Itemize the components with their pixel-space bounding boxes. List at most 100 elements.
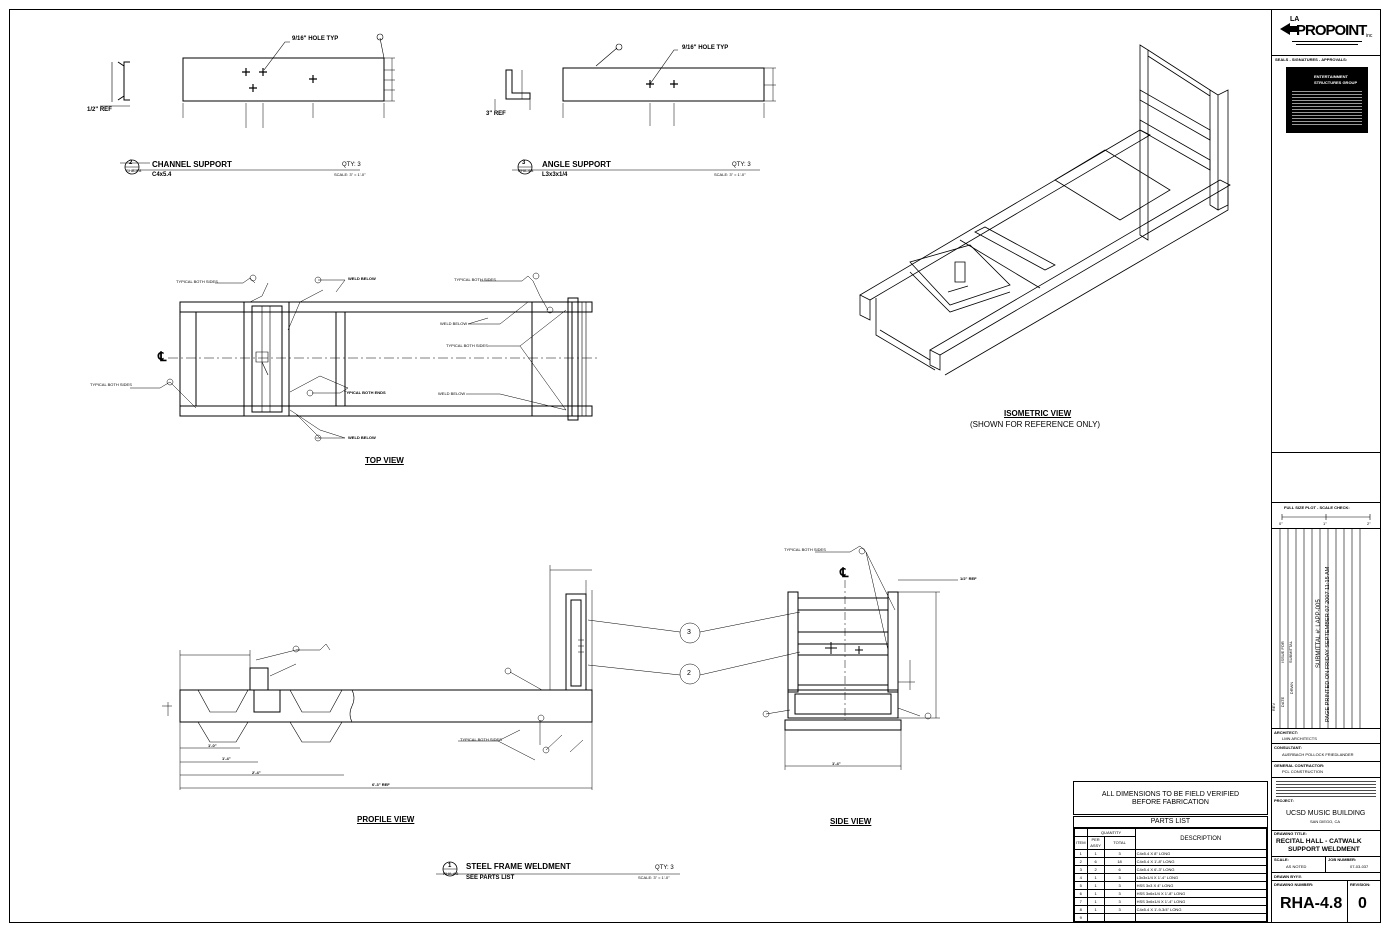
angle-detail-title: ANGLE SUPPORT [542, 160, 611, 169]
weld-note-typ-ends: TYPICAL BOTH ENDS [344, 390, 386, 395]
channel-hole-note: 9/16" HOLE TYP [292, 36, 339, 42]
parts-header-item: ITEM [1074, 836, 1088, 850]
contractor-value: PCL CONSTRUCTION [1282, 769, 1323, 774]
parts-cell-per-assy: 2 [1086, 865, 1105, 874]
parts-cell-per-assy: 1 [1086, 849, 1105, 858]
rev-issue-text: SUBMITTAL [1288, 640, 1294, 664]
side-dim-width: 1'-4" [832, 761, 841, 766]
drawing-number: RHA-4.8 [1280, 895, 1343, 912]
parts-cell-per-assy: 6 [1086, 857, 1105, 866]
weld-note-below-2: WELD BELOW [440, 321, 468, 326]
weld-note-below-4: WELD BELOW [348, 435, 376, 440]
parts-cell-total: 18 [1103, 857, 1136, 866]
parts-cell-description: HSS 3x6x1/4 X 1'-4" LONG [1134, 897, 1268, 906]
weldment-detail-number: 1 [448, 863, 452, 869]
company-logo-suffix: inc [1366, 33, 1373, 39]
parts-cell-per-assy: 1 [1086, 881, 1105, 890]
parts-cell-item: 5 [1074, 881, 1088, 890]
drawing-number-label: DRAWING NUMBER: [1274, 882, 1314, 887]
job-number-label: JOB NUMBER: [1328, 857, 1357, 862]
profile-dim-overall: 6'-3" REF [372, 782, 390, 787]
weld-note-typ-both-3: TYPICAL BOTH SIDES [446, 343, 488, 348]
drawn-by-label: DRAWN BY: [1274, 874, 1297, 879]
company-logo-prefix: LA [1290, 16, 1300, 23]
company-address-lines [1292, 40, 1362, 47]
notes-line-2: BEFORE FABRICATION [1132, 799, 1209, 807]
channel-detail-scale: SCALE: 3" = 1'-0" [334, 172, 366, 177]
weldment-detail-qty: QTY: 3 [655, 865, 674, 871]
scale-check-label: FULL SIZE PLOT - SCALE CHECK: [1284, 505, 1350, 510]
isometric-view-drawing [859, 44, 1231, 376]
revision-label: REVISION: [1350, 882, 1371, 887]
weldment-detail-title: STEEL FRAME WELDMENT [466, 862, 571, 871]
contractor-label: GENERAL CONTRACTOR: [1274, 763, 1325, 768]
drawing-title-line-2: SUPPORT WELDMENT [1288, 846, 1360, 853]
stamp-line-1: ENTERTAINMENT [1314, 74, 1348, 79]
parts-cell-description: C4x5.4 X 6'-3" LONG [1134, 865, 1268, 874]
weldment-detail-scale: SCALE: 3" = 1'-0" [638, 875, 670, 880]
submittal-number: SUBMITTAL #: LAPP-005 [1316, 599, 1322, 668]
company-logo-name: PROPOINT [1296, 22, 1367, 39]
parts-cell-total [1103, 913, 1136, 922]
angle-ref-dim: 3" REF [486, 111, 506, 117]
angle-hole-note: 9/16" HOLE TYP [682, 45, 729, 51]
parts-cell-per-assy: 1 [1086, 905, 1105, 914]
channel-detail-qty: QTY: 3 [342, 162, 361, 168]
consultant-value: AUERBACH POLLOCK FRIEDLANDER [1282, 752, 1354, 757]
profile-view-label: PROFILE VIEW [357, 815, 415, 824]
weld-note-typ-both-5: TYPICAL BOTH SIDES [460, 737, 502, 742]
parts-list-title: PARTS LIST [1074, 817, 1267, 828]
logo-arrow-icon [1280, 23, 1297, 35]
rev-header-drwn: DRWN [1289, 681, 1295, 695]
side-view-label: SIDE VIEW [830, 817, 872, 826]
channel-support-drawing [100, 33, 395, 175]
centerline-symbol-side: ℄ [840, 565, 849, 580]
isometric-view-label: ISOMETRIC VIEW [1004, 409, 1072, 418]
print-date: PAGE PRINTED ON FRIDAY SEPTEMBER 07 2007… [1325, 566, 1331, 722]
scale-tick-0: 0" [1279, 521, 1283, 526]
parts-cell-description: C4x5.4 X 1'-9-3/4" LONG [1134, 905, 1268, 914]
weldment-detail-sub: SEE PARTS LIST [466, 875, 515, 881]
weld-note-below-1: WELD BELOW [348, 276, 376, 281]
parts-cell-item: 2 [1074, 857, 1088, 866]
angle-detail-sheet: RHA-4.8 [518, 168, 534, 173]
consultant-label: CONSULTANT: [1274, 745, 1302, 750]
revision-value: 0 [1358, 895, 1367, 912]
profile-dim-d1: 2'-4" [252, 770, 261, 775]
weldment-title-lines [436, 861, 680, 877]
channel-detail-number: 2 [129, 160, 133, 166]
parts-cell-description: L3x3x1/4 X 1'-4" LONG [1134, 873, 1268, 882]
parts-header-total: TOTAL [1103, 836, 1136, 850]
centerline-symbol-top: ℄ [158, 349, 167, 364]
parts-cell-item: 6 [1074, 889, 1088, 898]
job-number-value: 07-03-037 [1350, 864, 1369, 869]
parts-cell-description: C4x5.4 X 1'-8" LONG [1134, 857, 1268, 866]
top-view-label: TOP VIEW [365, 456, 404, 465]
rev-header-issue: ISSUE FOR [1279, 641, 1285, 663]
architect-label: ARCHITECT: [1274, 730, 1298, 735]
parts-cell-total: 6 [1103, 865, 1136, 874]
engineer-stamp: ENTERTAINMENT STRUCTURES GROUP [1286, 67, 1368, 133]
drawing-title-line-1: RECITAL HALL - CATWALK [1276, 838, 1362, 845]
revision-grid [1279, 528, 1361, 728]
architect-value: LMN ARCHITECTS [1282, 736, 1317, 741]
angle-support-drawing [494, 43, 776, 175]
top-view-drawing [130, 272, 600, 442]
weld-note-typ-both-2: TYPICAL BOTH SIDES [454, 277, 496, 282]
fine-print [1276, 781, 1376, 797]
seals-label: SEALS - SIGNATURES - APPROVALS: [1275, 57, 1348, 62]
channel-ref-dim: 1/2" REF [87, 107, 112, 113]
scale-value: AS NOTED [1286, 864, 1307, 869]
parts-cell-total: 3 [1103, 889, 1136, 898]
parts-cell-per-assy: 1 [1086, 873, 1105, 882]
parts-cell-description [1134, 913, 1268, 922]
parts-cell-total: 3 [1103, 849, 1136, 858]
